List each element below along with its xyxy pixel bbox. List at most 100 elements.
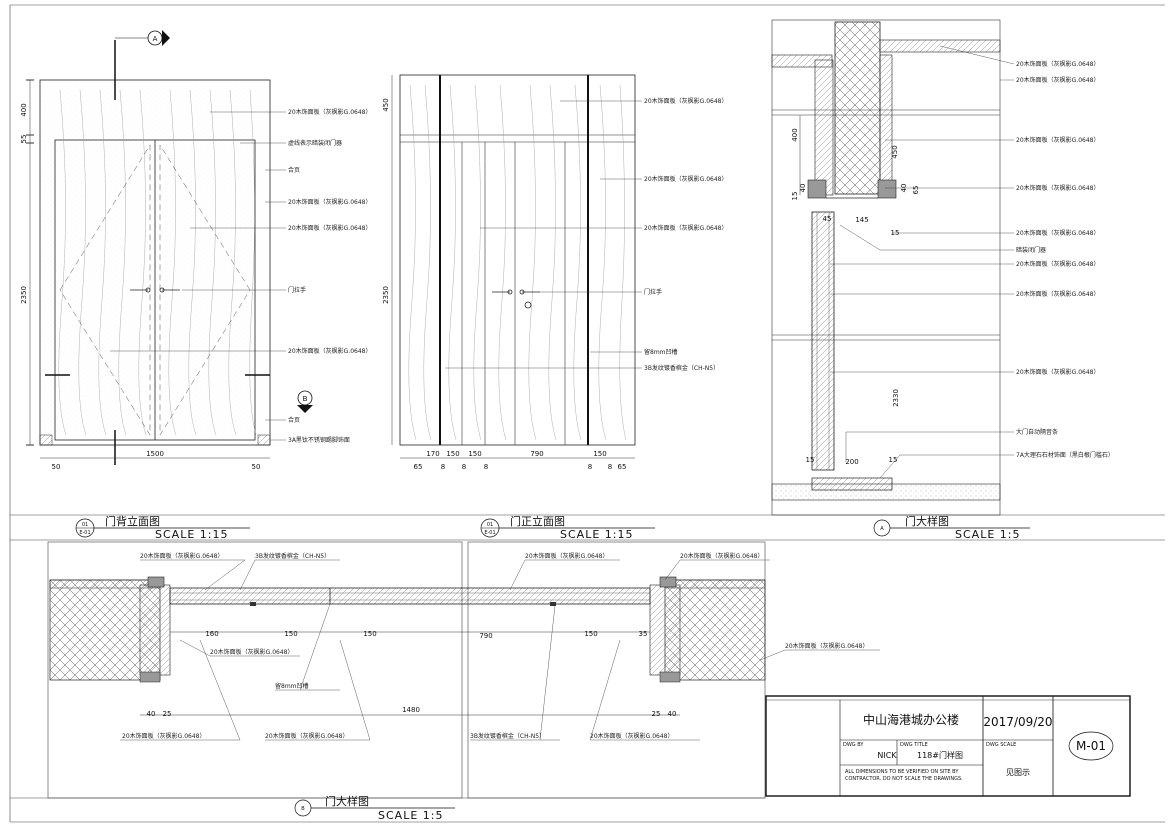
- badge: B: [301, 806, 305, 812]
- dimension-left: 450 2350: [382, 75, 393, 445]
- door-handle: [130, 287, 180, 293]
- dim-25-l: 25: [163, 710, 172, 718]
- label-a11: 7A大理石石材饰面（黑白根门槛石）: [1016, 451, 1114, 459]
- dim-2330: 2330: [892, 389, 900, 407]
- dim-65-r: 65: [618, 463, 627, 471]
- title-block: 中山海港城办公楼 2017/09/20 DWG BY NICK DWG TITL…: [765, 695, 1131, 797]
- label-b-bottom-3: 3B发纹镀香槟金（CH-N5）: [470, 732, 545, 740]
- label-a9: 20木饰面板（灰枫影G.0648）: [1016, 368, 1099, 376]
- view-scale: SCALE 1:5: [378, 809, 443, 822]
- dim-400: 400: [791, 128, 799, 141]
- label-wood-panel-3: 20木饰面板（灰枫影G.0648）: [288, 224, 371, 232]
- dwg-scale-label: DWG SCALE: [986, 742, 1016, 748]
- callouts-b: [120, 559, 880, 741]
- dim-150-b: 150: [468, 450, 481, 458]
- dim-145: 145: [855, 216, 868, 224]
- dim-15-c: 15: [806, 456, 815, 464]
- dim-8-c: 8: [484, 463, 488, 471]
- callouts-front: [445, 100, 642, 369]
- label-champagne-gold: 3B发纹镀香槟金（CH-N5）: [644, 364, 719, 372]
- label-b-top-1: 20木饰面板（灰枫影G.0648）: [140, 552, 223, 560]
- label-b-bottom-1: 20木饰面板（灰枫影G.0648）: [122, 732, 205, 740]
- dim-25-r: 25: [652, 710, 661, 718]
- label-b-bottom-4: 20木饰面板（灰枫影G.0648）: [590, 732, 673, 740]
- dim-1500: 1500: [146, 450, 164, 458]
- dim-150-a: 150: [446, 450, 459, 458]
- label-b-top-3: 20木饰面板（灰枫影G.0648）: [525, 552, 608, 560]
- dim-2350: 2350: [20, 286, 28, 304]
- drawing-date: 2017/09/20: [983, 715, 1052, 729]
- dim-150-b: 150: [363, 630, 376, 638]
- dim-790: 790: [479, 632, 492, 640]
- dimension-bottom: 65 170 8 150 8 150 8 790 8 150 8 65: [400, 450, 635, 471]
- label-a3: 20木饰面板（灰枫影G.0648）: [1016, 136, 1099, 144]
- dim-150-c: 150: [584, 630, 597, 638]
- dim-1480: 1480: [402, 706, 420, 714]
- dim-65: 65: [912, 186, 920, 195]
- label-a2: 20木饰面板（灰枫影G.0648）: [1016, 76, 1099, 84]
- dim-40-l: 40: [147, 710, 156, 718]
- section-mark-a: A: [115, 30, 170, 46]
- dim-55: 55: [20, 135, 28, 144]
- view-title: 门大样图: [325, 794, 369, 808]
- label-a6: 暗装闭门器: [1016, 246, 1046, 254]
- dim-150-c: 150: [593, 450, 606, 458]
- label-door-handle: 门拉手: [288, 286, 306, 294]
- detail-a: 400 450 15 40 65 40 45 145 15 2330 15 20…: [771, 19, 1114, 541]
- dwg-title-label: DWG TITLE: [900, 742, 928, 748]
- dim-15-d: 15: [889, 456, 898, 464]
- view-scale: SCALE 1:15: [155, 528, 228, 541]
- callouts-back: [110, 111, 286, 441]
- label-hinge-2: 合页: [288, 416, 300, 424]
- dwg-scale-value: 见图示: [1006, 768, 1030, 777]
- wood-grain: [58, 89, 257, 436]
- callouts-a: [830, 45, 1015, 479]
- label-a10: 大门自动隔音条: [1016, 428, 1058, 436]
- view-title-back: 01 E-01 门背立面图 SCALE 1:15: [75, 514, 250, 541]
- label-wood-panel-4: 20木饰面板（灰枫影G.0648）: [288, 347, 371, 355]
- label-skirting: 3A黑钛不锈钢踢脚饰面: [288, 436, 350, 444]
- dim-40-a: 40: [799, 184, 807, 193]
- badge-bottom: E-01: [79, 530, 90, 536]
- label-wood-panel-1: 20木饰面板（灰枫影G.0648）: [644, 97, 727, 105]
- view-title-b: B 门大样图 SCALE 1:5: [294, 794, 455, 822]
- dimensions-b: 160 150 150 790 150 35 40 25 1480 25 40: [140, 630, 680, 718]
- wood-grain: [408, 84, 627, 441]
- label-b-bottom-2: 20木饰面板（灰枫影G.0648）: [265, 732, 348, 740]
- label-wood-panel-3: 20木饰面板（灰枫影G.0648）: [644, 224, 727, 232]
- section-mark-a-label: A: [153, 35, 158, 43]
- view-scale: SCALE 1:15: [560, 528, 633, 541]
- detail-b: 160 150 150 790 150 35 40 25 1480 25 40: [47, 541, 880, 822]
- label-b-mid-2: 20木饰面板（灰枫影G.0648）: [785, 642, 868, 650]
- label-b-top-2: 3B发纹镀香槟金（CH-N5）: [255, 552, 330, 560]
- label-a1: 20木饰面板（灰枫影G.0648）: [1016, 60, 1099, 68]
- badge-bottom: E-01: [484, 530, 495, 536]
- verify-note: ALL DIMENSIONS TO BE VERIFIED ON SITE BY…: [845, 769, 963, 782]
- view-title-front: 01 E-01 门正立面图 SCALE 1:15: [480, 514, 655, 541]
- label-a4: 20木饰面板（灰枫影G.0648）: [1016, 184, 1099, 192]
- dim-170: 170: [426, 450, 439, 458]
- dim-40-r: 40: [668, 710, 677, 718]
- elevation-front: 450 2350 65 170 8 150 8 150 8 790 8 150 …: [382, 74, 727, 541]
- dim-450: 450: [382, 98, 390, 111]
- label-b-top-4: 20木饰面板（灰枫影G.0648）: [680, 552, 763, 560]
- label-a8: 20木饰面板（灰枫影G.0648）: [1016, 290, 1099, 298]
- dim-65-l: 65: [414, 463, 423, 471]
- section-mark-b: B: [297, 390, 313, 413]
- dim-50-left: 50: [52, 463, 61, 471]
- dim-45: 45: [823, 215, 832, 223]
- label-wood-panel-2: 20木饰面板（灰枫影G.0648）: [288, 198, 371, 206]
- dim-50-right: 50: [252, 463, 261, 471]
- dim-15-a: 15: [791, 192, 799, 201]
- view-title: 门大样图: [905, 514, 949, 528]
- dwg-by-label: DWG BY: [843, 742, 864, 748]
- view-title: 门背立面图: [105, 514, 160, 528]
- dim-8-d: 8: [588, 463, 592, 471]
- label-b-mid-1: 20木饰面板（灰枫影G.0648）: [210, 648, 293, 656]
- label-concealed-closer: 虚线表示暗装闭门器: [288, 139, 342, 147]
- dimension-bottom: 50 1500 50: [40, 450, 270, 471]
- dim-790: 790: [530, 450, 543, 458]
- door-leaf-outline: [399, 74, 636, 446]
- dimension-left: 400 55 2350: [20, 79, 34, 446]
